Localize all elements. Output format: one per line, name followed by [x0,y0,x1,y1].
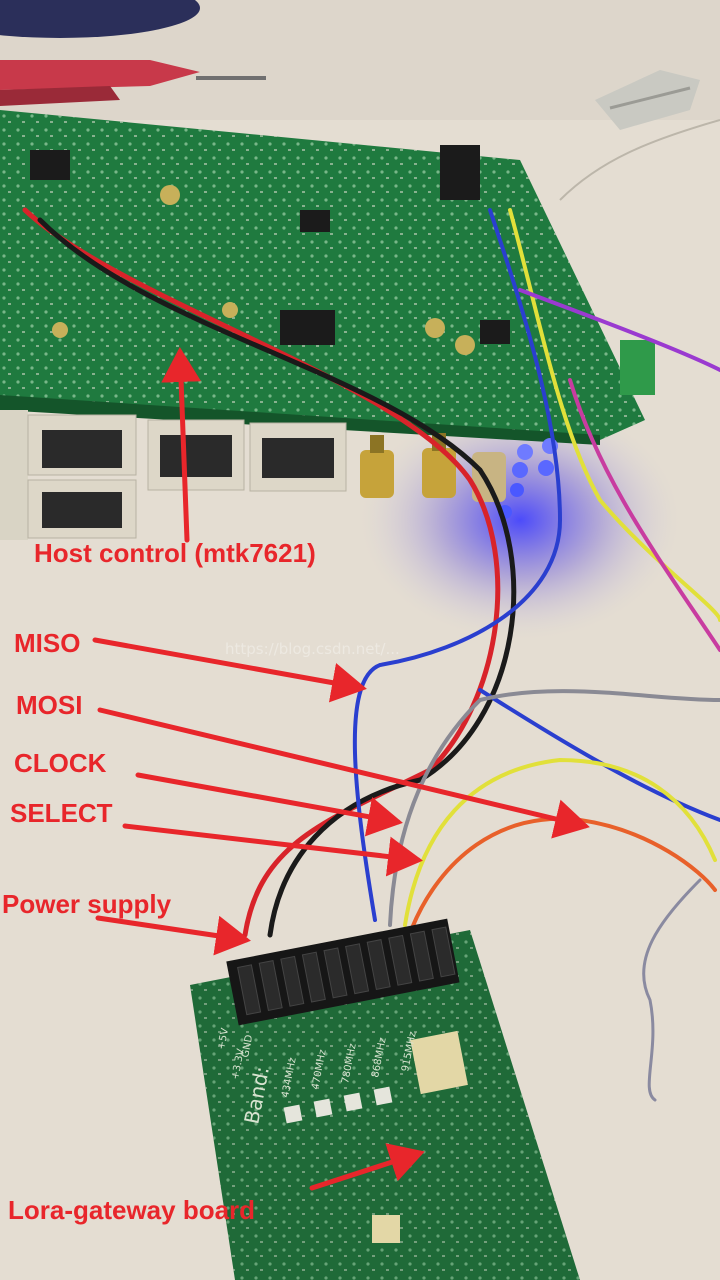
wire-yellow [508,208,720,622]
label-clock: CLOCK [14,748,107,778]
arrow-clock [135,772,403,837]
jumper-wires [22,207,720,1102]
arrow-power [95,915,251,956]
wire-blue [352,208,563,922]
gold-pad-small [372,1215,400,1243]
arrow-lora [309,1143,425,1191]
top-right-connector [559,70,720,201]
label-power-supply: Power supply [2,889,172,919]
arrow-host [161,347,202,543]
silk-gnd: GND [240,1034,255,1059]
wire-gray [388,689,720,927]
label-lora-gateway: Lora-gateway board [8,1195,256,1225]
label-miso: MISO [14,628,81,658]
gold-pad [410,1030,468,1095]
ethernet-ports [0,410,347,540]
multimeter-probe [0,60,266,106]
silk-5v: +5V [216,1027,231,1050]
wire-yellow-2 [403,757,717,927]
arrow-miso [92,637,367,703]
wire-purple [518,288,720,372]
label-select: SELECT [10,798,113,828]
sma-connectors [360,433,506,502]
pin-header-pins [237,926,456,1016]
dark-cloth [0,0,200,38]
wire-red [22,207,501,938]
wire-silver [642,878,702,1102]
label-mosi: MOSI [16,690,83,720]
label-host-control: Host control (mtk7621) [34,538,316,568]
watermark: https://blog.csdn.net/... [225,640,400,658]
arrow-select [122,823,423,877]
annotation-arrows [92,347,590,1191]
arrow-mosi [97,707,590,839]
lora-gateway-board: Band: 434MHz 470MHz 780MHz 868MHz 915MHz… [190,918,580,1280]
wire-black [37,217,517,938]
wire-magenta [568,378,720,652]
